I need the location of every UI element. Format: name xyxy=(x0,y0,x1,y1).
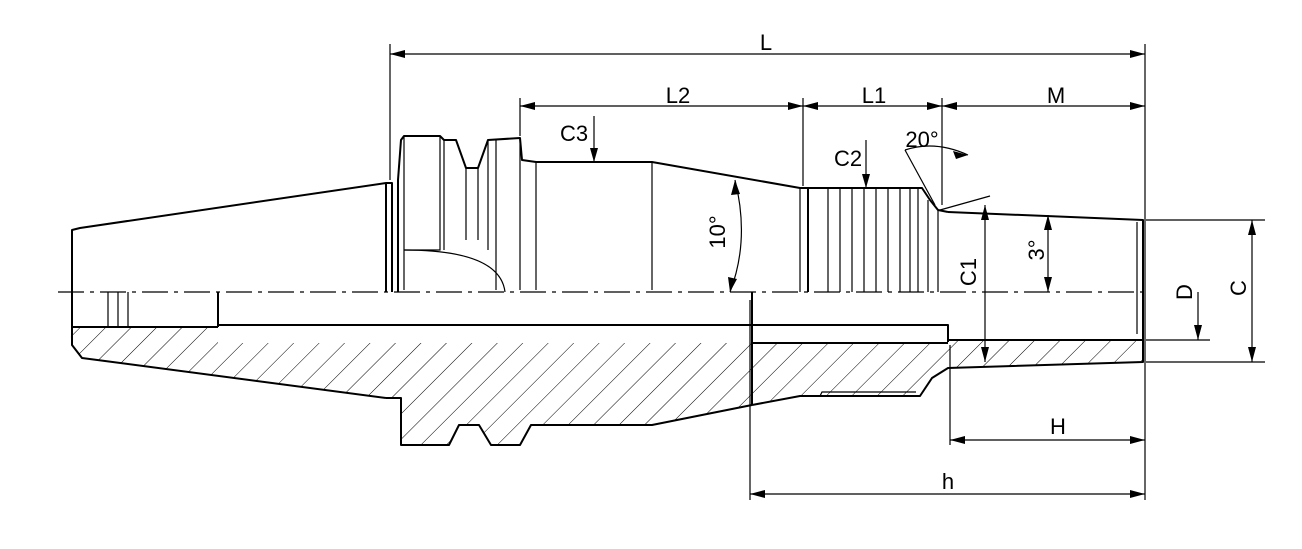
label-h: h xyxy=(942,469,954,494)
label-C: C xyxy=(1226,280,1251,296)
knurl-grooves xyxy=(839,188,911,292)
label-C2: C2 xyxy=(834,146,862,171)
section-hatching xyxy=(70,327,1143,445)
label-M: M xyxy=(1047,83,1065,108)
label-C3: C3 xyxy=(560,121,588,146)
label-H: H xyxy=(1050,414,1066,439)
dimension-lines xyxy=(389,44,1265,500)
label-D: D xyxy=(1172,284,1197,300)
label-L2: L2 xyxy=(666,83,690,108)
label-angle-20: 20° xyxy=(905,127,938,152)
label-C1: C1 xyxy=(956,258,981,286)
label-L: L xyxy=(760,30,772,55)
label-angle-10: 10° xyxy=(705,215,730,248)
label-L1: L1 xyxy=(862,83,886,108)
label-angle-3: 3° xyxy=(1024,239,1049,260)
